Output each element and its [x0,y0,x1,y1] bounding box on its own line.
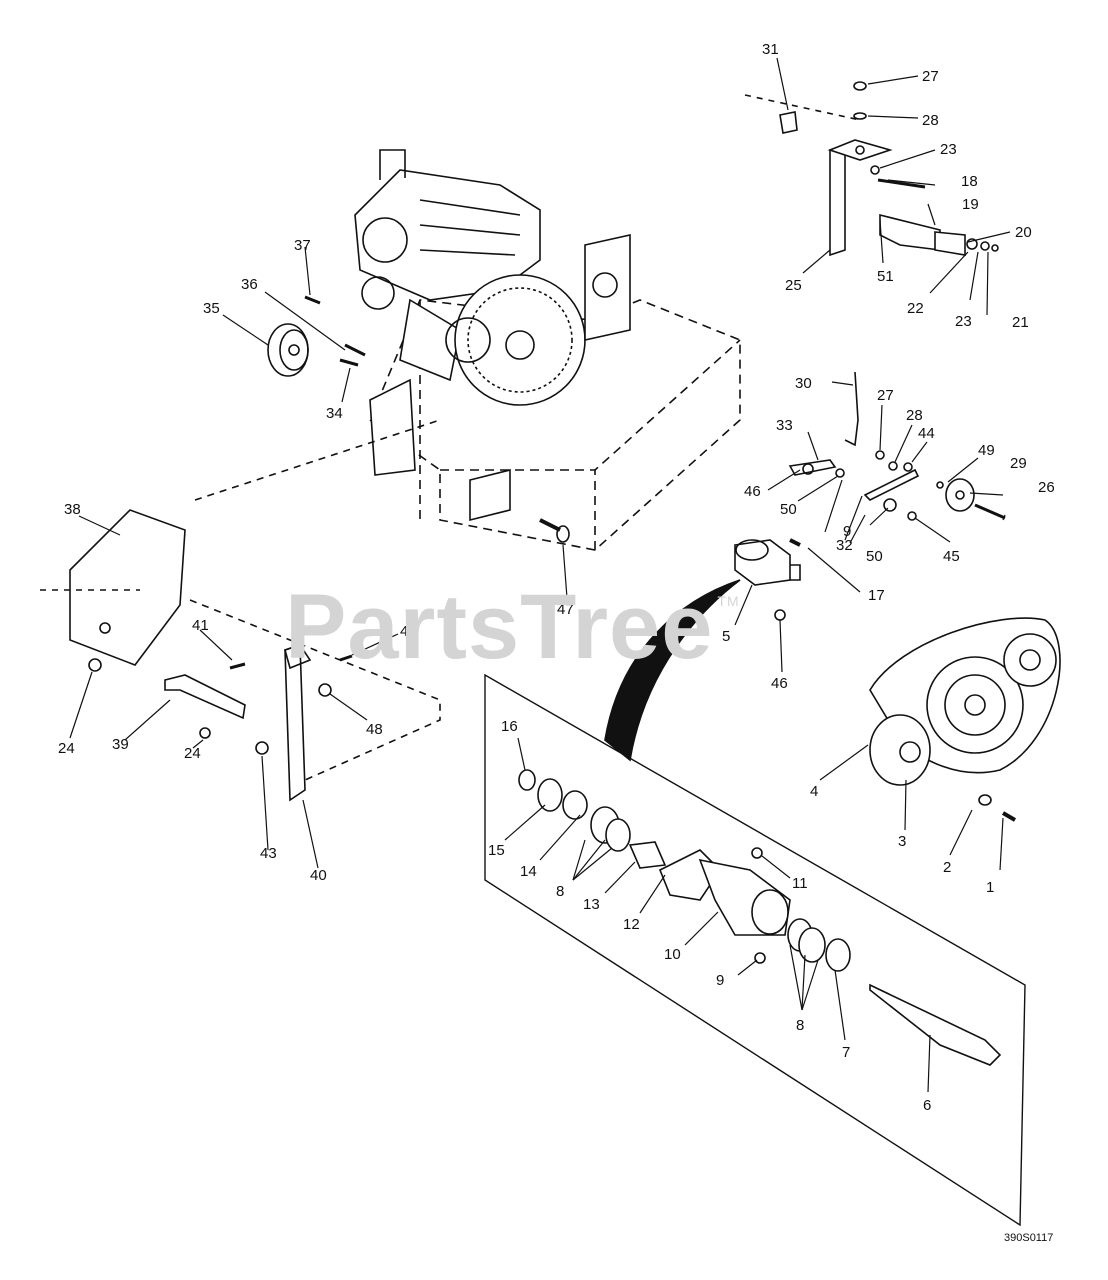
callout: 11 [792,875,808,892]
callout: 10 [664,946,681,963]
callout: 27 [877,387,894,404]
callout: 49 [978,442,995,459]
callout: 45 [943,548,960,565]
callout: 51 [877,268,894,285]
callout: 19 [962,196,979,213]
callout: 24 [58,740,75,757]
callout: 4 [810,783,818,800]
callout: 50 [780,501,797,518]
callout: 36 [241,276,258,293]
callout: 48 [366,721,383,738]
drawing-code: 390S0117 [1004,1232,1054,1244]
detail-pointer [604,579,741,762]
callout: 20 [1015,224,1032,241]
callout: 44 [918,425,935,442]
callout: 7 [842,1044,850,1061]
callout: 14 [520,863,537,880]
callout-labels: 1 2 3 4 5 6 7 8 8 9 9 10 11 12 13 14 15 … [58,41,1055,1114]
callout: 46 [771,675,788,692]
belt-drive [869,617,1061,786]
callout: 18 [961,173,978,190]
callout: 27 [922,68,939,85]
diagram-linework [40,81,1061,1227]
engine-assembly [354,149,541,382]
callout: 12 [623,916,640,933]
callout: 22 [907,300,924,317]
callout: 38 [64,501,81,518]
callout: 33 [776,417,793,434]
leader-lines [69,57,1011,1093]
callout: 30 [795,375,812,392]
callout: 2 [943,859,951,876]
trademark-mark: TM [717,593,740,609]
callout: 29 [1010,455,1027,472]
pulley-35 [267,323,309,377]
bracket-25 [827,139,893,257]
callout: 8 [556,883,564,900]
callout: 39 [112,736,129,753]
callout: 32 [836,537,853,554]
callout: 5 [722,628,730,645]
callout: 40 [310,867,327,884]
callout: 1 [986,879,994,896]
callout: 25 [785,277,802,294]
callout: 41 [192,617,209,634]
callout: 9 [843,523,851,540]
callout: 28 [906,407,923,424]
callout: 23 [955,313,972,330]
callout: 13 [583,896,600,913]
callout: 23 [940,141,957,158]
callout: 17 [868,587,885,604]
callout: 31 [762,41,779,58]
callout: 35 [203,300,220,317]
detail-parts [518,769,1002,1066]
watermark-text: PartsTree [285,576,714,678]
callout: 43 [260,845,277,862]
callout: 42 [400,623,417,640]
hood-38 [69,509,186,666]
callout: 15 [488,842,505,859]
callout: 28 [922,112,939,129]
callout: 9 [716,972,724,989]
callout: 6 [923,1097,931,1114]
spindle-housing-5 [734,539,801,586]
callout: 47 [557,601,574,618]
callout: 16 [501,718,518,735]
callout: 37 [294,237,311,254]
callout: 8 [796,1017,804,1034]
callout: 24 [184,745,201,762]
detail-box [484,673,1026,1227]
callout: 50 [866,548,883,565]
pulley-29 [945,478,975,512]
callout: 34 [326,405,343,422]
callout: 46 [744,483,761,500]
callout: 26 [1038,479,1055,496]
callout: 3 [898,833,906,850]
arm-39 [164,674,246,720]
callout: 21 [1012,314,1029,331]
